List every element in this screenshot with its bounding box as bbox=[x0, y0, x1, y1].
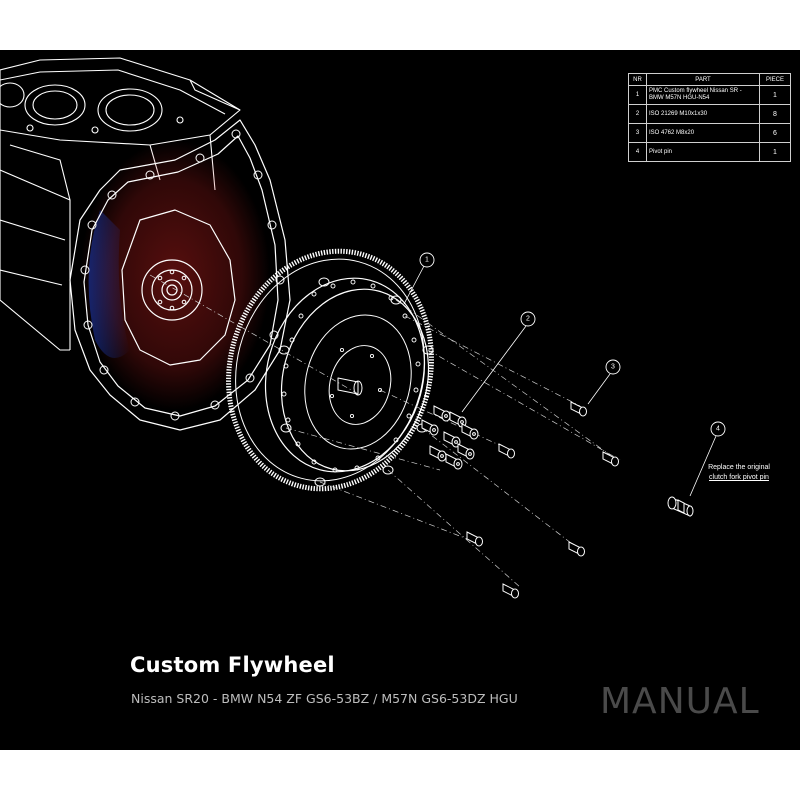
table-row: 2 ISO 21269 M10x1x30 8 bbox=[628, 104, 791, 124]
callout-bubbles: 1 2 3 4 bbox=[419, 252, 726, 437]
pivot-pin bbox=[667, 496, 694, 517]
clutch-bolts bbox=[466, 401, 619, 599]
row-piece: 8 bbox=[759, 104, 791, 124]
row-nr: 1 bbox=[628, 85, 647, 105]
svg-text:3: 3 bbox=[611, 364, 615, 371]
row-piece: 1 bbox=[759, 142, 791, 162]
svg-text:1: 1 bbox=[425, 257, 429, 264]
svg-text:4: 4 bbox=[716, 426, 720, 433]
row-nr: 2 bbox=[628, 104, 647, 124]
flywheel-bolts bbox=[421, 405, 479, 470]
svg-text:2: 2 bbox=[526, 316, 530, 323]
header-part: PART bbox=[646, 73, 760, 86]
row-part: PMC Custom flywheel Nissan SR - BMW M57N… bbox=[646, 85, 760, 105]
table-row: 1 PMC Custom flywheel Nissan SR - BMW M5… bbox=[628, 85, 791, 105]
assembly-lines bbox=[149, 274, 621, 588]
flywheel-bolt-holes bbox=[281, 279, 421, 473]
table-row: 3 ISO 4762 M8x20 6 bbox=[628, 123, 791, 143]
page-title: Custom Flywheel bbox=[130, 653, 335, 677]
header-nr: NR bbox=[628, 73, 647, 86]
page-subtitle: Nissan SR20 - BMW N54 ZF GS6-53BZ / M57N… bbox=[131, 691, 518, 706]
flywheel bbox=[226, 248, 434, 492]
pivot-pin-note: Replace the original clutch fork pivot p… bbox=[696, 463, 782, 483]
exploded-view-drawing: 1 2 3 4 bbox=[0, 57, 726, 599]
row-piece: 6 bbox=[759, 123, 791, 143]
callout-leaders bbox=[403, 265, 717, 497]
row-piece: 1 bbox=[759, 85, 791, 105]
callout-3: 3 bbox=[605, 359, 621, 375]
callout-2: 2 bbox=[520, 311, 536, 327]
header-piece: PIECE bbox=[759, 73, 791, 86]
drawing-canvas: 1 2 3 4 NR PART PIECE 1 PMC Custom flywh bbox=[0, 50, 800, 750]
row-nr: 3 bbox=[628, 123, 647, 143]
callout-1: 1 bbox=[419, 252, 435, 268]
parts-table: NR PART PIECE 1 PMC Custom flywheel Niss… bbox=[628, 73, 791, 162]
row-part: ISO 21269 M10x1x30 bbox=[646, 104, 760, 124]
row-nr: 4 bbox=[628, 142, 647, 162]
row-part: ISO 4762 M8x20 bbox=[646, 123, 760, 143]
table-row: 4 Pivot pin 1 bbox=[628, 142, 791, 162]
adapter-plate bbox=[69, 119, 291, 431]
manual-watermark: MANUAL bbox=[600, 681, 760, 722]
note-line-2: clutch fork pivot pin bbox=[709, 474, 769, 481]
row-part: Pivot pin bbox=[646, 142, 760, 162]
note-line-1: Replace the original bbox=[708, 464, 770, 471]
parts-table-header: NR PART PIECE bbox=[628, 73, 791, 86]
callout-4: 4 bbox=[710, 421, 726, 437]
